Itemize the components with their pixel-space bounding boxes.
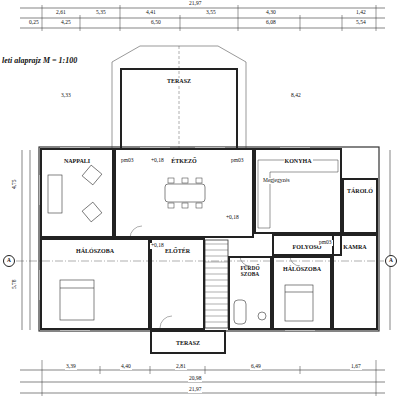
dimension-label: pm03 <box>318 240 333 246</box>
dimension-label: 1,67 <box>350 364 362 370</box>
dimension-label: 21,97 <box>188 1 202 7</box>
dimension-label: 3,55 <box>205 10 217 16</box>
room-outline: TERASZ <box>150 330 226 354</box>
room-outline: ELŐTÉR <box>150 238 205 330</box>
dimension-label: 20,98 <box>188 376 202 382</box>
dimension-label: 0,25 <box>28 20 40 26</box>
dimension-label: 3,33 <box>60 93 72 99</box>
dimension-label: 6,50 <box>150 20 162 26</box>
room-name: NAPPALI <box>63 158 91 165</box>
dimension-label: 6,49 <box>250 364 262 370</box>
dimension-label: pm03 <box>120 158 135 164</box>
dimension-label: 8,42 <box>290 93 302 99</box>
room-outline: FÜRDŐ SZOBA <box>228 256 272 330</box>
dimension-label: Megjegyzés <box>262 178 291 184</box>
dimension-label: 4,25 <box>60 20 72 26</box>
room-name: HÁLÓSZOBA <box>282 266 322 273</box>
axis-marker: A <box>3 255 15 267</box>
room-name: TERASZ <box>166 78 192 85</box>
room-name: ÉTKEZŐ <box>170 158 197 165</box>
dimension-label: 5,78 <box>12 278 18 290</box>
room-outline: KONYHA <box>254 148 342 234</box>
room-name: FÜRDŐ SZOBA <box>230 266 270 278</box>
dimension-label: 5,35 <box>95 10 107 16</box>
dimension-label: +0,18 <box>150 243 165 249</box>
room-name: KAMRA <box>342 244 367 251</box>
dimension-label: pm03 <box>230 158 245 164</box>
dimension-label: 4,40 <box>120 364 132 370</box>
dimension-label: 21,97 <box>188 387 202 393</box>
room-name: KONYHA <box>284 158 313 165</box>
plan-title: leti alaprajz M = 1:100 <box>2 56 77 65</box>
room-name: TERASZ <box>175 340 201 347</box>
room-name: HÁLÓSZOBA <box>75 248 115 255</box>
room-outline: TÁROLÓ <box>342 178 378 234</box>
dimension-label: 5,54 <box>355 20 367 26</box>
dimension-label: 2,81 <box>175 364 187 370</box>
dimension-label: +0,18 <box>225 215 240 221</box>
room-name: ELŐTÉR <box>164 248 191 255</box>
room-outline: TERASZ <box>120 68 238 150</box>
axis-letter: A <box>388 258 394 264</box>
dimension-label: 4,30 <box>265 10 277 16</box>
axis-marker: A <box>385 255 397 267</box>
room-name: TÁROLÓ <box>346 188 374 195</box>
dimension-label: 4,75 <box>12 178 18 190</box>
room-outline: HÁLÓSZOBA <box>272 256 332 330</box>
room-outline: HÁLÓSZOBA <box>40 238 150 330</box>
dimension-label: 2,61 <box>55 10 67 16</box>
dimension-label: 4,41 <box>145 10 157 16</box>
dimension-label: 1,42 <box>355 10 367 16</box>
dimension-label: 3,39 <box>65 364 77 370</box>
dimension-label: 6,08 <box>265 20 277 26</box>
room-outline: KAMRA <box>332 234 378 330</box>
axis-letter: A <box>6 258 12 264</box>
dimension-label: +0,18 <box>150 158 165 164</box>
room-outline: NAPPALI <box>40 148 114 238</box>
